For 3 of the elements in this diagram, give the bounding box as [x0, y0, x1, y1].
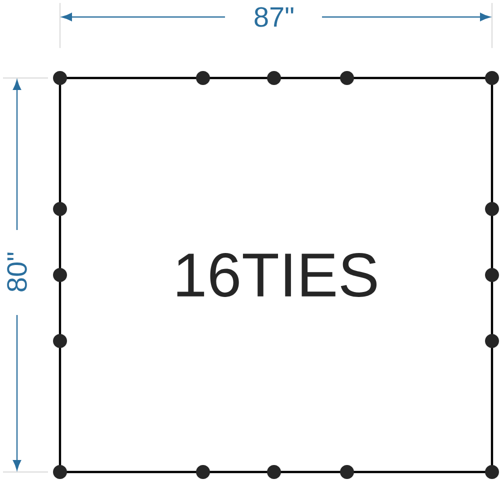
dimension-text: 80" [7, 252, 27, 292]
tarp-square: 16TIES [58, 76, 494, 474]
dimension-text: 87" [254, 7, 294, 27]
